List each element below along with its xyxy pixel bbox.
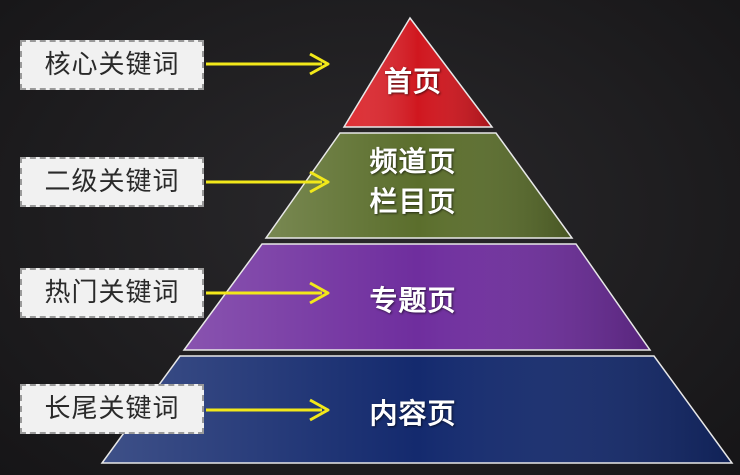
arrow-right-icon — [206, 170, 330, 194]
tier-3-text: 专题页 — [369, 284, 457, 317]
tier-2-label: 频道页 栏目页 — [313, 142, 513, 222]
tier-1-label: 首页 — [313, 60, 513, 100]
tier-1-text: 首页 — [383, 65, 442, 98]
keyword-label-popular: 热门关键词 — [20, 268, 204, 318]
keyword-label-secondary: 二级关键词 — [20, 157, 204, 207]
arrow-right-icon — [206, 398, 330, 422]
tier-2-text-line-2: 栏目页 — [369, 185, 457, 218]
tier-3-label: 专题页 — [313, 279, 513, 319]
keyword-label-longtail: 长尾关键词 — [20, 384, 204, 434]
arrow-right-icon — [206, 52, 330, 76]
tier-4-text: 内容页 — [369, 397, 457, 430]
keyword-label-core: 核心关键词 — [20, 40, 204, 90]
arrow-right-icon — [206, 281, 330, 305]
tier-4-label: 内容页 — [313, 392, 513, 432]
tier-2-text-line-1: 频道页 — [369, 145, 457, 178]
